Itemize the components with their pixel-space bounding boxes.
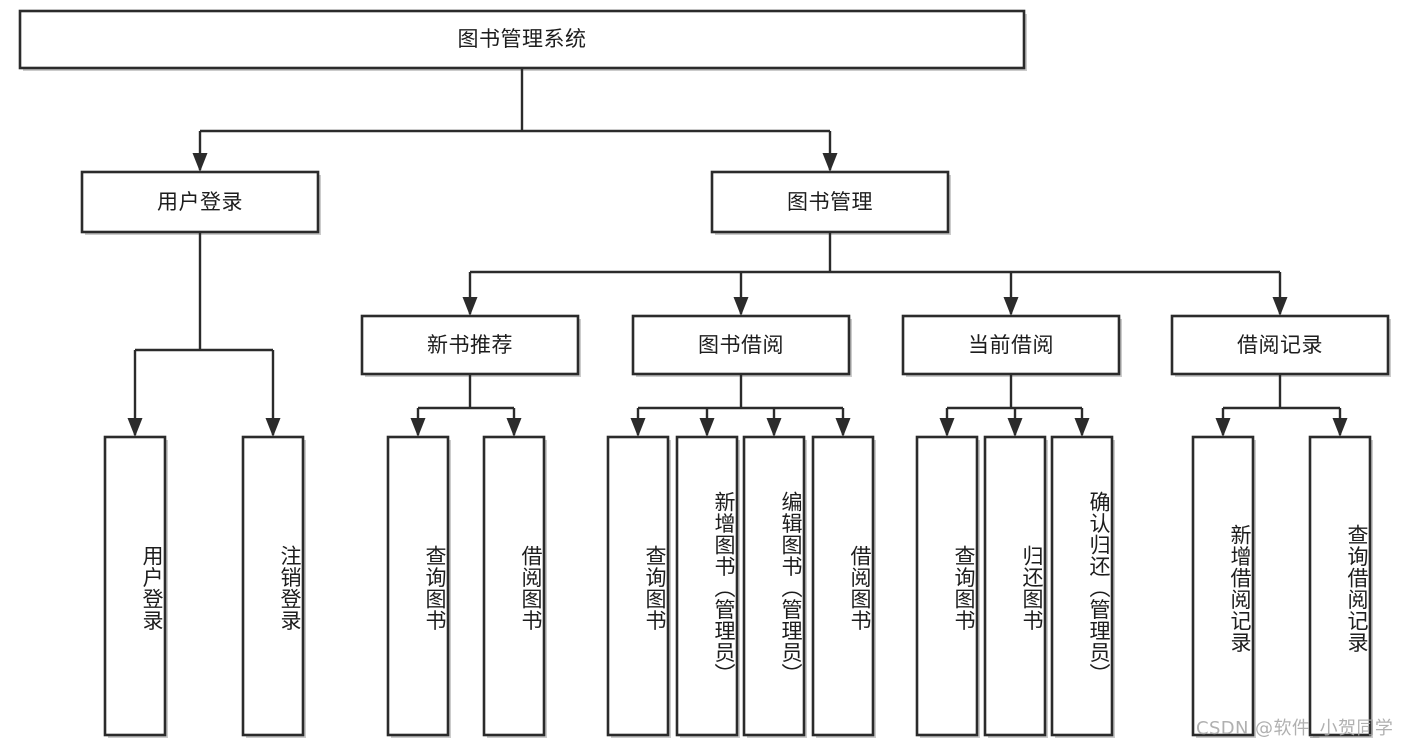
node-box-query-book-2[interactable] bbox=[606, 435, 670, 737]
arrow-head-icon bbox=[1332, 418, 1348, 437]
arrow-head-icon bbox=[506, 418, 522, 437]
node-shapes bbox=[18, 9, 1391, 738]
arrow-head-icon bbox=[939, 418, 955, 437]
node-box-user-login-do[interactable] bbox=[103, 435, 167, 737]
arrow-head-icon bbox=[462, 297, 478, 316]
node-box-edit-book-admin[interactable] bbox=[742, 435, 806, 737]
node-box-query-borrow-record[interactable] bbox=[1308, 435, 1372, 737]
arrow-head-icon bbox=[835, 418, 851, 437]
arrow-head-icon bbox=[1215, 418, 1231, 437]
arrow-head-icon bbox=[1272, 297, 1288, 316]
watermark-text: CSDN @软件_小贺同学 bbox=[1196, 718, 1394, 739]
node-box-root[interactable] bbox=[18, 9, 1026, 70]
arrow-head-icon bbox=[699, 418, 715, 437]
arrow-head-icon bbox=[127, 418, 143, 437]
arrow-head-icon bbox=[766, 418, 782, 437]
node-box-borrow-record[interactable] bbox=[1170, 314, 1390, 376]
arrow-head-icon bbox=[1074, 418, 1090, 437]
node-box-book-manage[interactable] bbox=[710, 170, 950, 234]
node-box-borrow-book-2[interactable] bbox=[811, 435, 875, 737]
node-box-user-login[interactable] bbox=[80, 170, 320, 234]
arrow-head-icon bbox=[192, 153, 208, 172]
node-box-query-book-3[interactable] bbox=[915, 435, 979, 737]
arrow-head-icon bbox=[1007, 418, 1023, 437]
arrow-head-icon bbox=[265, 418, 281, 437]
arrow-head-icon bbox=[822, 153, 838, 172]
node-box-book-borrow[interactable] bbox=[631, 314, 851, 376]
node-box-return-book[interactable] bbox=[983, 435, 1047, 737]
arrow-head-icon bbox=[733, 297, 749, 316]
node-box-borrow-book-1[interactable] bbox=[482, 435, 546, 737]
node-box-add-borrow-record[interactable] bbox=[1191, 435, 1255, 737]
node-box-new-book-rec[interactable] bbox=[360, 314, 580, 376]
node-box-current-borrow[interactable] bbox=[901, 314, 1121, 376]
node-box-confirm-return-admin[interactable] bbox=[1050, 435, 1114, 737]
arrow-head-icon bbox=[630, 418, 646, 437]
connector-lines bbox=[127, 68, 1348, 437]
arrow-head-icon bbox=[1003, 297, 1019, 316]
node-box-add-book-admin[interactable] bbox=[675, 435, 739, 737]
node-box-query-book-1[interactable] bbox=[386, 435, 450, 737]
node-box-user-logout[interactable] bbox=[241, 435, 305, 737]
arrow-head-icon bbox=[410, 418, 426, 437]
